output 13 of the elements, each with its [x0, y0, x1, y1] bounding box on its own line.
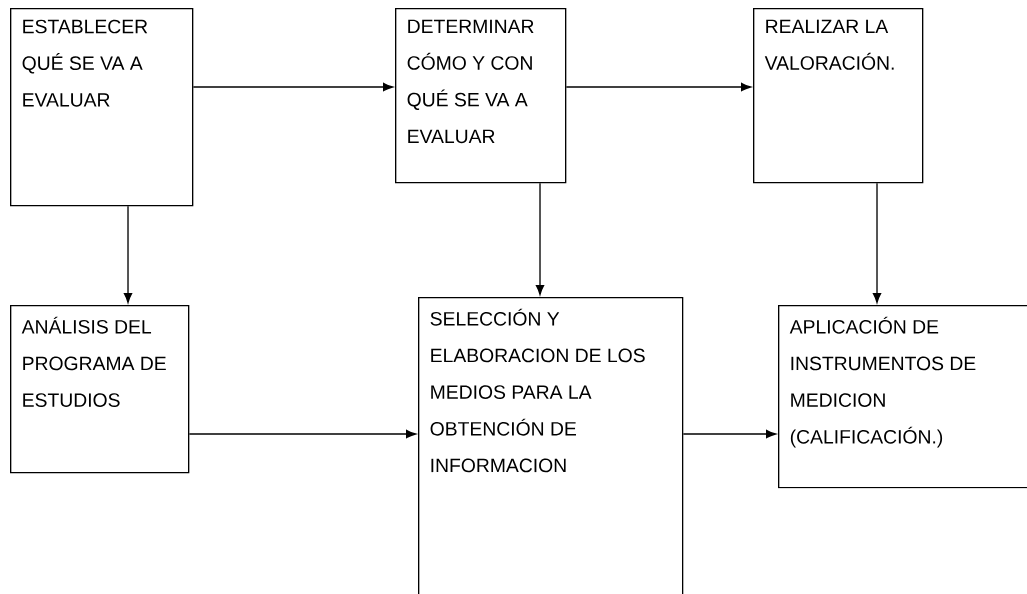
- process-box: ESTABLECER QUÉ SE VA A EVALUAR: [10, 8, 194, 207]
- arrow: [565, 82, 751, 92]
- arrow: [192, 82, 393, 92]
- arrow: [682, 429, 776, 439]
- process-box: APLICACIÓN DE INSTRUMENTOS DE MEDICION (CALIFICACIÓN.): [778, 305, 1027, 489]
- arrow: [872, 182, 882, 303]
- arrow: [188, 429, 416, 439]
- process-box: SELECCIÓN Y ELABORACION DE LOS MEDIOS PARA LA OBTENCIÓN DE INFORMACION: [418, 297, 684, 594]
- process-box: DETERMINAR CÓMO Y CON QUÉ SE VA A EVALUAR: [395, 8, 567, 184]
- arrow: [123, 205, 133, 303]
- arrow: [535, 182, 545, 295]
- process-box: REALIZAR LA VALORACIÓN.: [753, 8, 924, 184]
- process-box: ANÁLISIS DEL PROGRAMA DE ESTUDIOS: [10, 305, 190, 474]
